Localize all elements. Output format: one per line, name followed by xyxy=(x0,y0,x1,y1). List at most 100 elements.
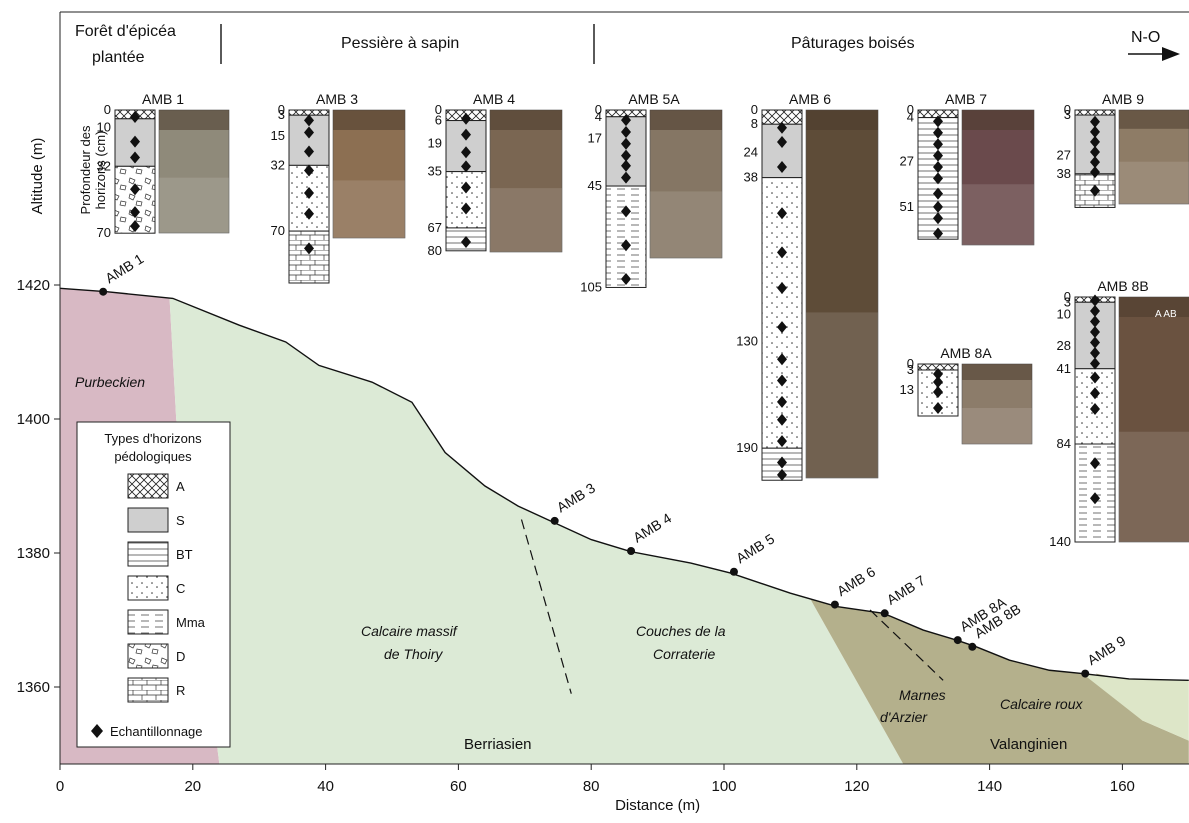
site-label: AMB 5 xyxy=(733,530,777,566)
depth-label: 41 xyxy=(1057,361,1071,376)
legend-swatch xyxy=(127,473,169,499)
sample-diamond xyxy=(933,376,943,388)
sample-diamond xyxy=(1090,492,1100,505)
boundary-dashed-1 xyxy=(520,519,572,694)
site-label: AMB 9 xyxy=(1084,632,1128,668)
depth-label: 3 xyxy=(1064,107,1071,122)
depth-label: 67 xyxy=(428,220,442,235)
depth-label: 0 xyxy=(907,356,914,371)
depth-label: 0 xyxy=(595,102,602,117)
x-tick-label: 140 xyxy=(977,778,1002,795)
sample-diamond xyxy=(777,121,787,134)
sample-diamond xyxy=(461,181,471,194)
sample-diamond xyxy=(130,206,140,219)
x-tick-label: 40 xyxy=(317,778,334,795)
sample-diamond xyxy=(777,207,787,220)
legend-swatch xyxy=(127,541,169,567)
sample-diamond xyxy=(777,246,787,259)
sample-diamond xyxy=(130,135,140,148)
depth-label: 3 xyxy=(278,107,285,122)
sample-diamond xyxy=(777,136,787,149)
zone-foret-line2: plantée xyxy=(92,49,145,66)
sample-diamond xyxy=(933,368,943,380)
unit-marnes-2: d'Arzier xyxy=(880,709,928,725)
legend-item: BT xyxy=(127,541,193,567)
sample-diamond xyxy=(933,212,943,225)
sample-diamond xyxy=(933,227,943,240)
legend-item: C xyxy=(127,575,185,601)
x-tick-label: 0 xyxy=(56,778,64,795)
site-label: AMB 1 xyxy=(102,250,146,286)
geology-light-wedge xyxy=(1082,673,1189,741)
sample-diamond xyxy=(621,205,631,218)
depth-label: 84 xyxy=(1057,436,1071,451)
zone-paturages: Pâturages boisés xyxy=(791,35,915,52)
y-tick-label: 1380 xyxy=(17,545,50,562)
horizon-layer xyxy=(605,185,647,288)
sample-diamond xyxy=(1090,115,1100,128)
depth-label: 4 xyxy=(907,110,914,125)
unit-couches-2: Corraterie xyxy=(653,646,715,662)
site-marker: AMB 4 xyxy=(627,510,674,555)
site-marker: AMB 9 xyxy=(1081,632,1129,678)
sample-diamond xyxy=(461,112,471,125)
site-label: AMB 7 xyxy=(884,572,928,608)
depth-label: 17 xyxy=(588,131,602,146)
sample-diamond xyxy=(1090,305,1100,317)
soil-photo xyxy=(489,109,563,253)
horizon-layer xyxy=(288,230,330,284)
depth-label: 70 xyxy=(97,225,111,240)
sample-diamond xyxy=(130,220,140,233)
sample-diamond xyxy=(933,149,943,162)
stage-valanginien: Valanginien xyxy=(990,736,1067,753)
legend-title-1: Types d'horizons xyxy=(104,431,202,446)
sample-diamond xyxy=(1090,403,1100,415)
depth-label: 38 xyxy=(1057,166,1071,181)
y-axis-label: Altitude (m) xyxy=(29,138,46,215)
soil-photo xyxy=(961,109,1035,246)
sample-diamond xyxy=(777,435,787,448)
legend-swatch xyxy=(127,609,169,635)
x-tick-label: 60 xyxy=(450,778,467,795)
sampling-diamond-icon xyxy=(91,724,103,738)
unit-calcaire-massif-2: de Thoiry xyxy=(384,646,443,662)
sample-diamond xyxy=(304,207,314,220)
sample-diamond xyxy=(777,413,787,426)
sample-diamond xyxy=(933,115,943,128)
sample-diamond xyxy=(130,183,140,196)
site-label: AMB 3 xyxy=(554,479,598,515)
depth-label: 80 xyxy=(428,243,442,258)
sample-diamond xyxy=(1090,135,1100,148)
y-tick-label: 1360 xyxy=(17,679,50,696)
depth-label: 0 xyxy=(907,102,914,117)
sample-diamond xyxy=(130,111,140,124)
sample-diamond xyxy=(304,187,314,200)
column-title: AMB 1 xyxy=(142,91,184,107)
depth-label: 27 xyxy=(1057,147,1071,162)
soil-photo xyxy=(332,109,406,239)
depth-label: 0 xyxy=(104,102,111,117)
sample-diamond xyxy=(777,468,787,481)
sample-diamond xyxy=(461,146,471,159)
site-label: AMB 6 xyxy=(834,563,878,599)
legend-label: A xyxy=(176,479,185,494)
legend-label: C xyxy=(176,581,185,596)
sample-diamond xyxy=(777,282,787,294)
site-dot xyxy=(550,516,559,525)
legend-item: Mma xyxy=(127,609,206,635)
depth-label: 13 xyxy=(900,382,914,397)
column-title: AMB 5A xyxy=(628,91,680,107)
legend-title-2: pédologiques xyxy=(114,449,192,464)
site-marker: AMB 7 xyxy=(880,572,928,618)
sample-diamond xyxy=(621,137,631,150)
column-title: AMB 3 xyxy=(316,91,358,107)
sample-diamond xyxy=(304,126,314,139)
depth-label: 38 xyxy=(744,170,758,185)
sample-diamond xyxy=(621,125,631,138)
